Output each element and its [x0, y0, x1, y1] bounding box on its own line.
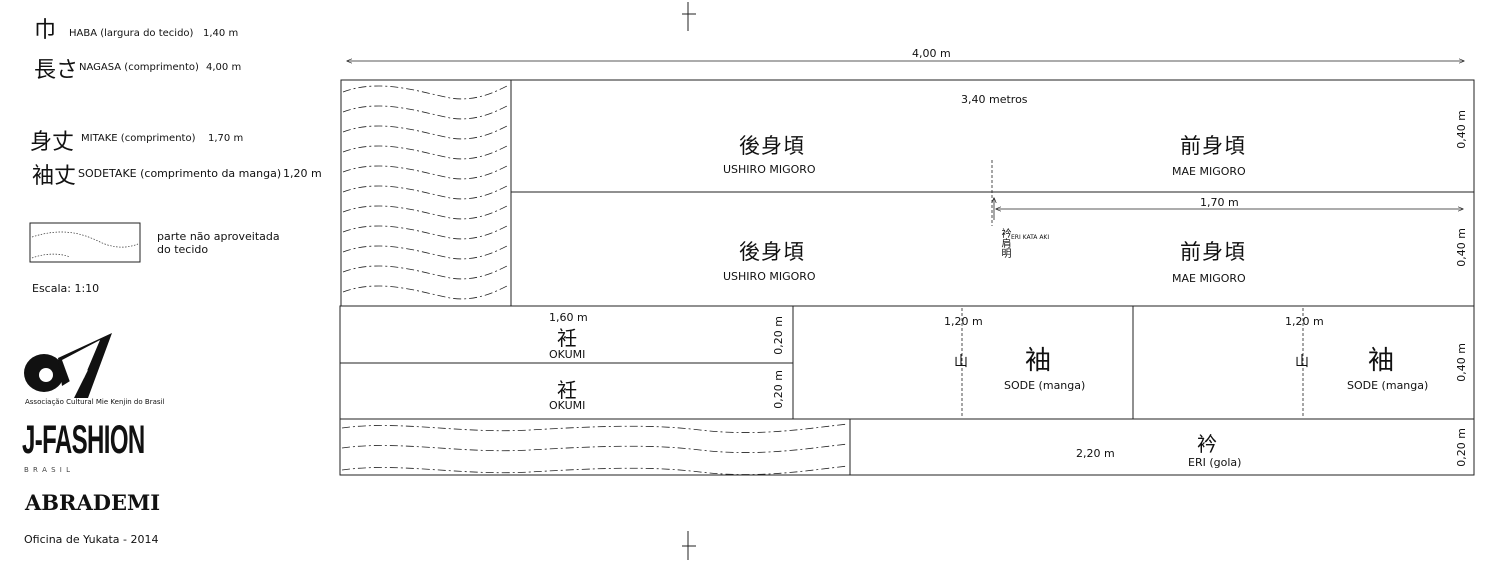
sode-label-2: SODE (manga) — [1347, 379, 1429, 392]
legend-haba: 巾 — [34, 12, 56, 44]
body-length-label: 3,40 metros — [961, 93, 1028, 106]
okumi-kanji-lower: 衽 — [557, 378, 577, 402]
okumi-label-upper: OKUMI — [549, 348, 586, 361]
okumi-label-lower: OKUMI — [549, 399, 586, 412]
mitake-kanji: 身丈 — [30, 130, 75, 155]
legend-nagasa-label: NAGASA (comprimento) — [79, 62, 199, 73]
eri-height-label: 0,20 m — [1455, 428, 1468, 467]
association-logo — [24, 333, 112, 398]
legend-mitake-value: 1,70 m — [208, 133, 244, 144]
eri-kanji: 衿 — [1197, 432, 1217, 456]
ushiro-kanji-upper: 後身頃 — [739, 134, 805, 158]
sodetake-kanji: 袖丈 — [32, 164, 77, 189]
okumi-height-lower: 0,20 m — [772, 370, 785, 409]
yama-kanji-2: 山 — [1295, 354, 1309, 370]
legend-sodetake-label: SODETAKE (comprimento da manga) — [78, 167, 282, 180]
abrademi-logo: ABRADEMI — [25, 490, 161, 515]
height-label-second: 0,40 m — [1455, 228, 1468, 267]
registration-cross-top — [682, 2, 696, 31]
association-name: Associação Cultural Mie Kenjin do Brasil — [25, 398, 165, 406]
legend-nagasa-value: 4,00 m — [206, 62, 242, 73]
okumi-length-label: 1,60 m — [549, 311, 588, 324]
total-length-label: 4,00 m — [912, 47, 951, 60]
ushiro-label-lower: USHIRO MIGORO — [723, 270, 816, 283]
eri-label: ERI (gola) — [1188, 456, 1242, 469]
sode-height-label: 0,40 m — [1455, 343, 1468, 382]
legend-haba-value: 1,40 m — [203, 28, 239, 39]
haba-kanji: 巾 — [34, 18, 57, 43]
okumi-height-upper: 0,20 m — [772, 316, 785, 355]
sode-length-label-1: 1,20 m — [944, 315, 983, 328]
height-label-upper: 0,40 m — [1455, 110, 1468, 149]
eri-kata-aki-kanji: 衿肩明 — [999, 228, 1010, 258]
mae-label-upper: MAE MIGORO — [1172, 165, 1246, 178]
workshop-title: Oficina de Yukata - 2014 — [24, 533, 159, 546]
yama-kanji-1: 山 — [954, 354, 968, 370]
ushiro-kanji-lower: 後身頃 — [739, 240, 805, 264]
waste-legend-swatch — [29, 222, 141, 263]
legend-sodetake-value: 1,20 m — [283, 167, 322, 180]
okumi-kanji-upper: 衽 — [557, 326, 577, 350]
sode-kanji-1: 袖 — [1025, 346, 1052, 376]
legend-mitake-label: MITAKE (comprimento) — [81, 133, 196, 144]
waste-legend-line1: parte não aproveitada — [157, 230, 280, 243]
legend-haba-label: HABA (largura do tecido) — [69, 28, 194, 39]
mae-label-lower: MAE MIGORO — [1172, 272, 1246, 285]
eri-length-label: 2,20 m — [1076, 447, 1115, 460]
waste-legend-line2: do tecido — [157, 243, 209, 256]
jfashion-brasil: B R A S I L — [24, 466, 71, 474]
mae-kanji-lower: 前身頃 — [1180, 240, 1246, 264]
eri-kata-aki-label: ERI KATA AKI — [1011, 234, 1050, 241]
mitake-dimension-label: 1,70 m — [1200, 196, 1239, 209]
sode-label-1: SODE (manga) — [1004, 379, 1086, 392]
nagasa-kanji: 長さ — [34, 58, 79, 83]
fabric-lower — [339, 305, 1475, 476]
ushiro-label-upper: USHIRO MIGORO — [723, 163, 816, 176]
registration-cross-bottom — [682, 531, 696, 560]
sode-kanji-2: 袖 — [1368, 346, 1395, 376]
scale-label: Escala: 1:10 — [32, 282, 100, 295]
jfashion-logo: J-FASHION — [22, 418, 145, 462]
sode-length-label-2: 1,20 m — [1285, 315, 1324, 328]
mae-kanji-upper: 前身頃 — [1180, 134, 1246, 158]
